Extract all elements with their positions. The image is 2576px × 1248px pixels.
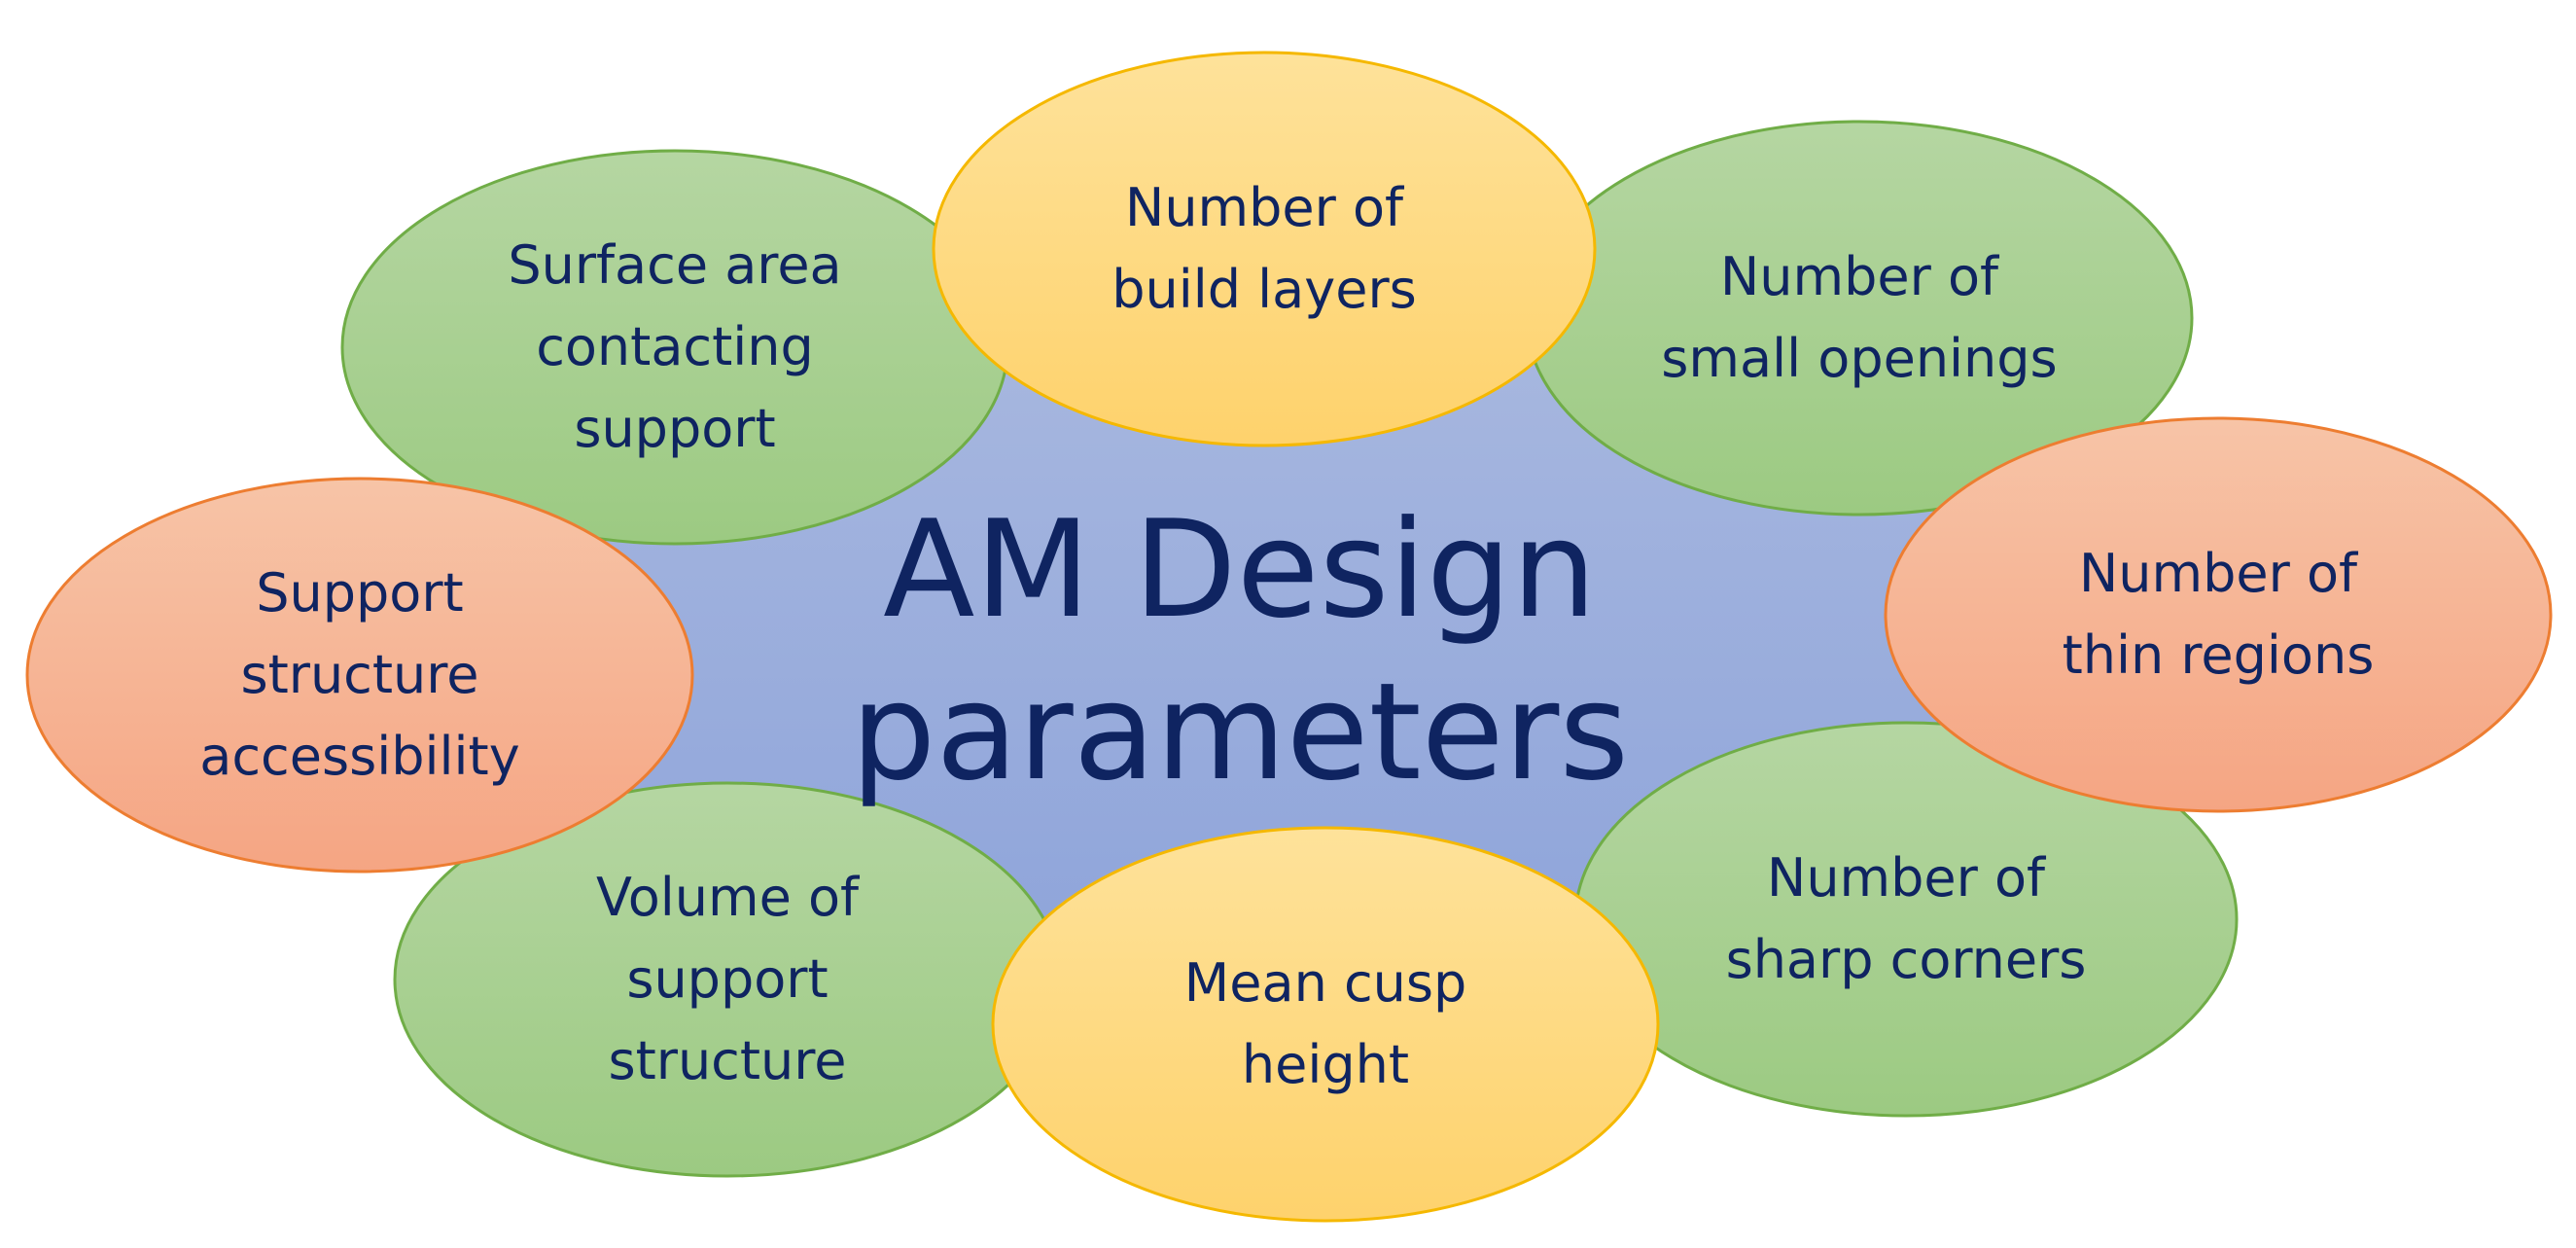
bubble-label-thin-regions: Number of thin regions xyxy=(2062,543,2375,686)
bubble-layer xyxy=(25,51,2553,1223)
bubble-support-accessibility xyxy=(25,477,694,874)
center-title: AM Design parameters xyxy=(850,491,1630,810)
bubble-build-layers xyxy=(932,51,1597,447)
bubble-cusp-height xyxy=(991,826,1660,1223)
bubble-thin-regions xyxy=(1884,416,2553,813)
bubble-label-build-layers: Number of build layers xyxy=(1112,177,1417,320)
bubble-label-small-openings: Number of small openings xyxy=(1661,246,2058,389)
bubble-label-sharp-corners: Number of sharp corners xyxy=(1725,847,2087,990)
bubble-label-surface-area: Surface area contacting support xyxy=(508,234,842,459)
bubble-label-cusp-height: Mean cusp height xyxy=(1183,952,1467,1095)
bubble-label-support-volume: Volume of support structure xyxy=(595,867,860,1091)
bubble-label-support-accessibility: Support structure accessibility xyxy=(199,562,520,787)
